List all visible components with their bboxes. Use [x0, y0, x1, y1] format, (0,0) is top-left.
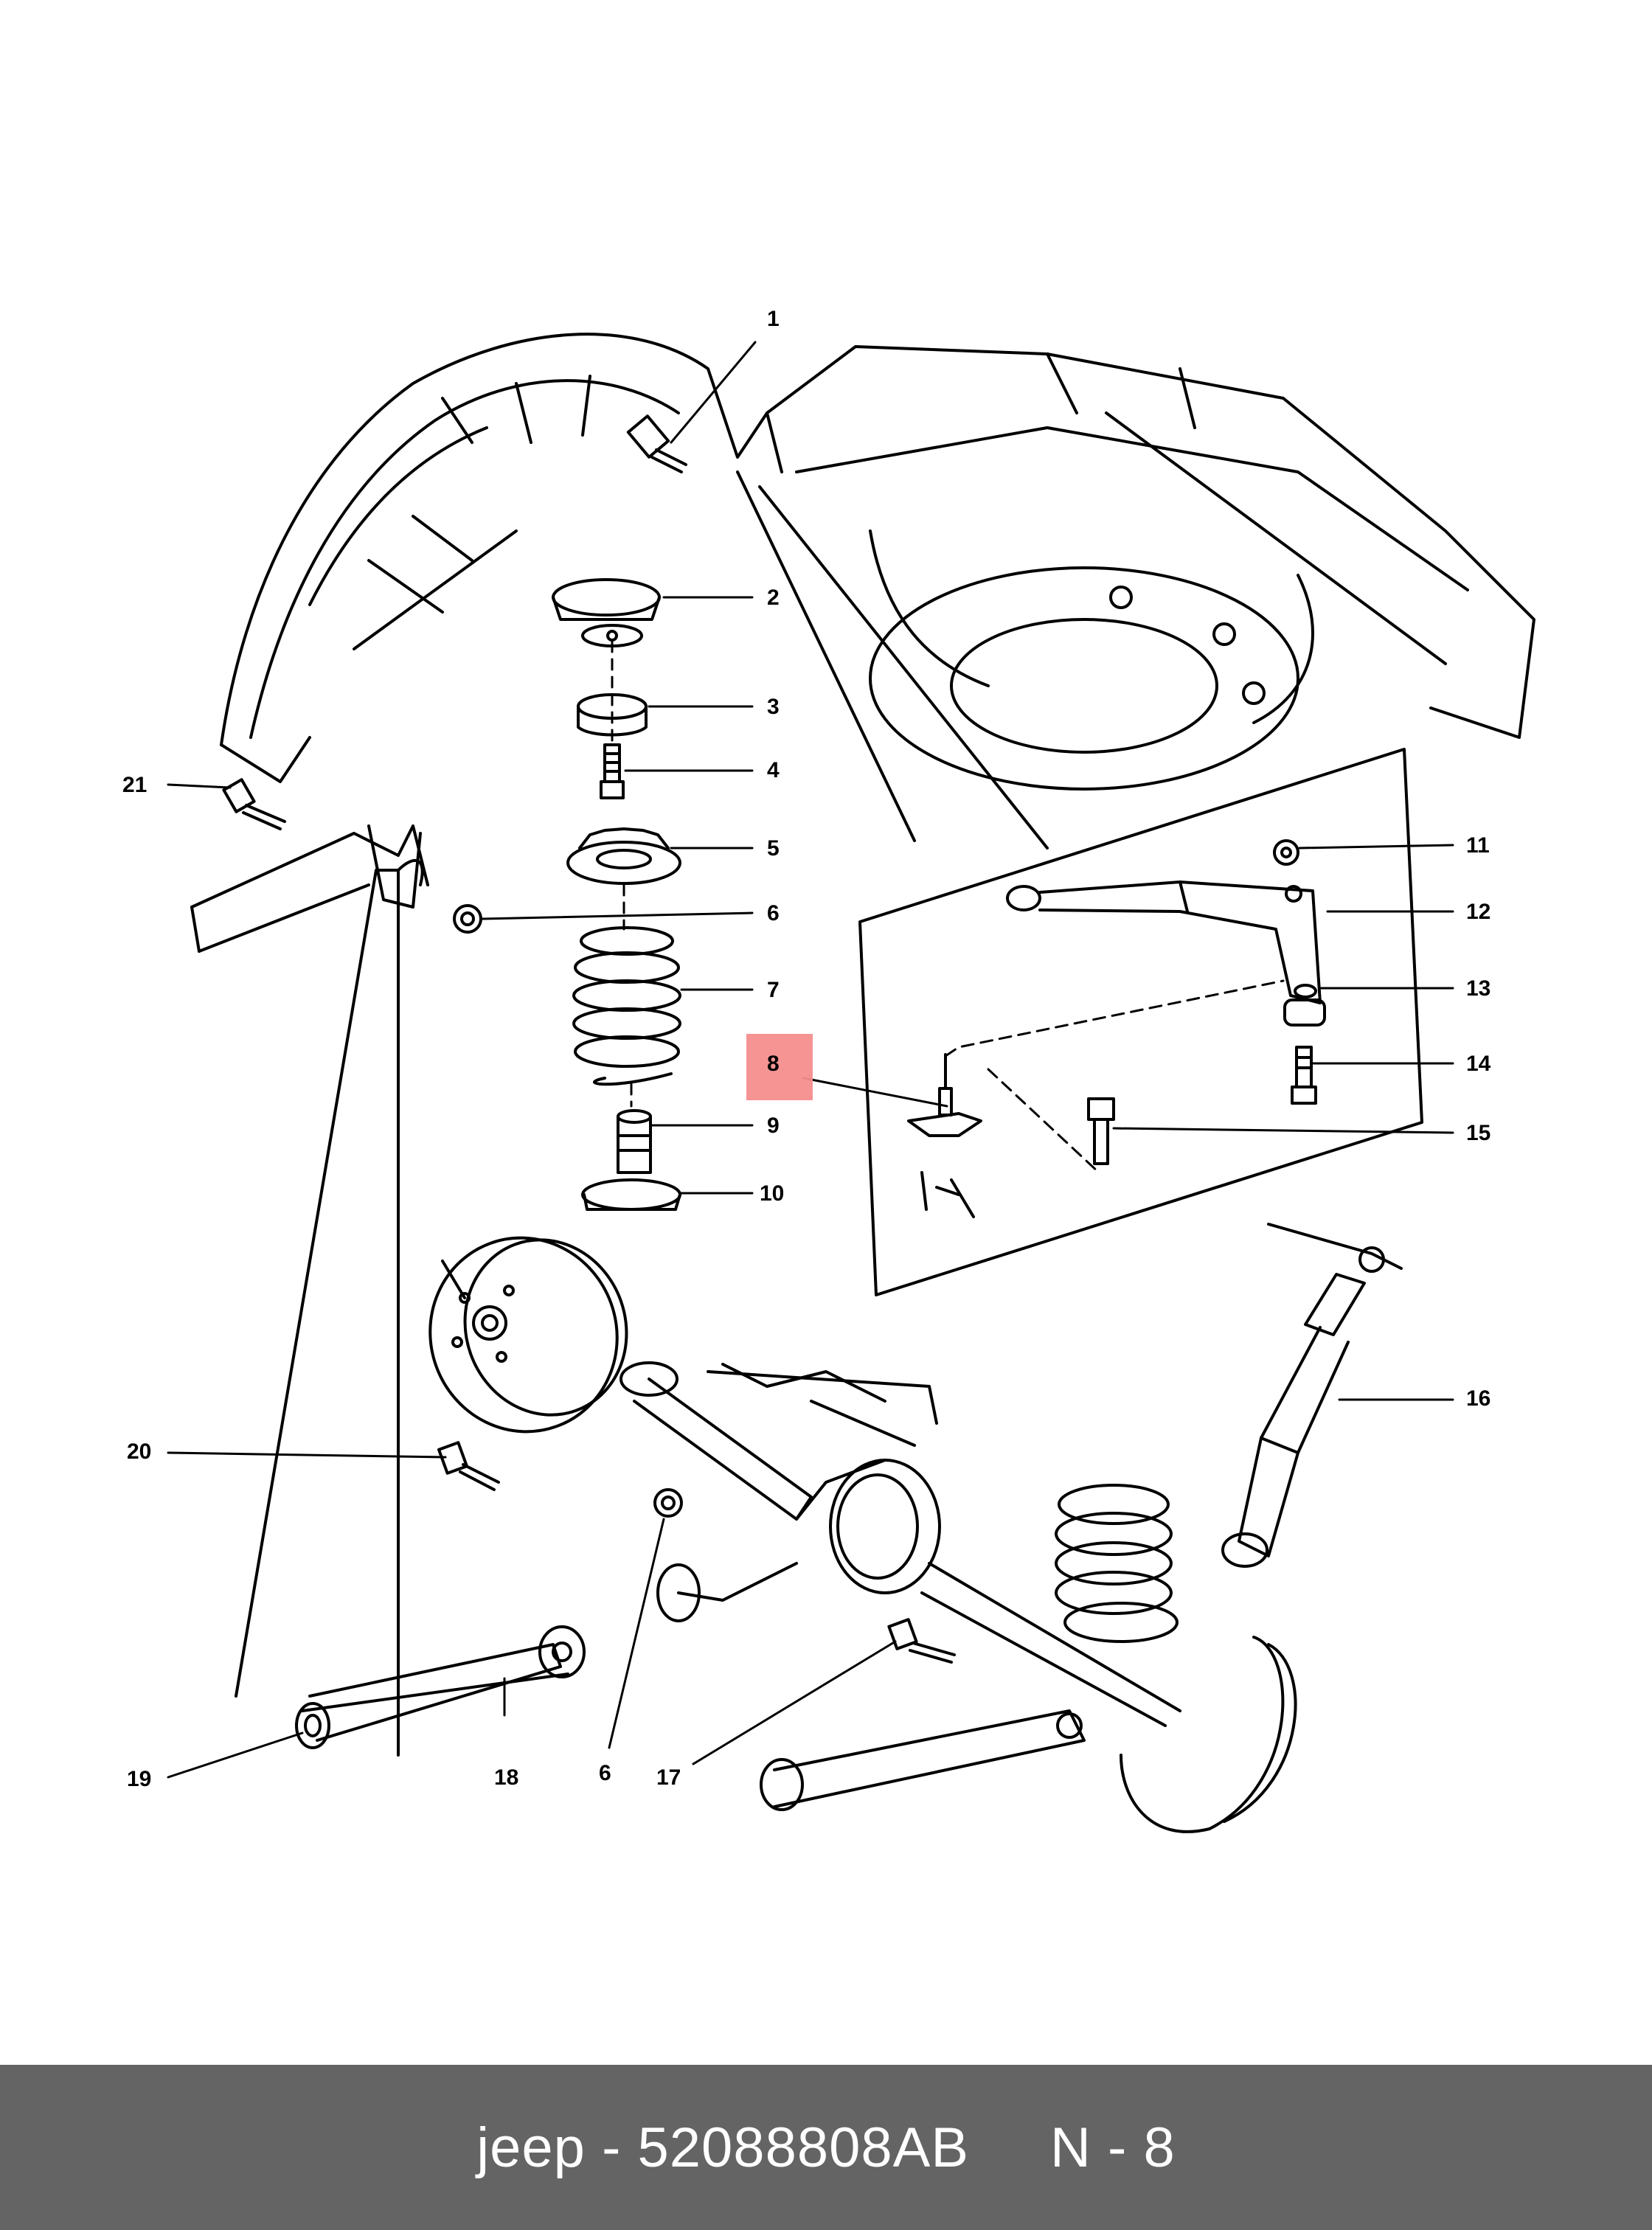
part-6-nut-lower [653, 1488, 683, 1518]
part-5-spring-seat [566, 827, 681, 885]
callout-10: 10 [760, 1181, 785, 1206]
highlighted-callout-box [746, 1034, 813, 1100]
callout-1: 1 [767, 307, 780, 331]
brand-name: jeep [476, 2116, 586, 2179]
callout-13: 13 [1466, 976, 1491, 1001]
callout-5: 5 [767, 836, 780, 861]
part-7-coil-spring [572, 926, 681, 1086]
callout-9: 9 [767, 1114, 780, 1138]
part-20-bolt [437, 1441, 500, 1491]
callout-4: 4 [767, 758, 780, 782]
diagram-reference: N - 8 [1050, 2116, 1176, 2179]
lower-coil-spring [1055, 1484, 1179, 1643]
callout-3: 3 [767, 695, 780, 719]
part-number: 52088808AB [637, 2116, 970, 2179]
axle-housing [620, 1361, 1181, 1727]
part-15-bolt [1087, 1097, 1115, 1165]
part-2-upper-isolator [552, 578, 661, 647]
callout-16: 16 [1466, 1386, 1491, 1411]
callout-14: 14 [1466, 1052, 1491, 1076]
part-6-nut [453, 904, 482, 934]
callout-6: 6 [767, 901, 780, 925]
frame-rail-left [190, 824, 429, 953]
callout-21: 21 [122, 773, 148, 797]
callout-17: 17 [656, 1765, 681, 1790]
callout-2: 2 [767, 586, 780, 610]
lateral-link [235, 858, 424, 1757]
part-4-bolt [600, 743, 625, 799]
callout-leaders [167, 341, 1454, 1779]
assembly-centerline [611, 640, 633, 1108]
part-10-lower-seat [581, 1178, 681, 1211]
part-13-bushing [1283, 984, 1326, 1027]
caption-separator: - [602, 2116, 622, 2179]
floor-pan [736, 345, 1535, 850]
callout-20: 20 [127, 1439, 152, 1464]
part-9-bump-stop [617, 1109, 652, 1174]
callout-15: 15 [1466, 1121, 1491, 1145]
part-21-bolt [222, 778, 286, 830]
inset-box [858, 748, 1423, 1296]
suspension-exploded-diagram [167, 333, 1535, 1833]
part-caption-bar: jeep - 52088808AB N - 8 [0, 2065, 1652, 2230]
callout-11: 11 [1466, 833, 1490, 858]
right-hub-and-arm [760, 1636, 1297, 1833]
callout-18: 18 [494, 1765, 519, 1790]
part-16-shock-absorber [1221, 1223, 1403, 1568]
brake-drum [428, 1236, 628, 1434]
part-12-upper-control-arm [1006, 880, 1322, 1004]
callout-8: 8 [767, 1052, 780, 1076]
part-14-bolt [1291, 1046, 1317, 1105]
part-18-trailing-arm [295, 1625, 586, 1749]
callout-7: 7 [767, 978, 780, 1002]
callout-19: 19 [127, 1767, 152, 1791]
part-11-nut [1273, 839, 1299, 866]
part-19-bushing [304, 1714, 322, 1737]
wheel-well-panel [220, 333, 783, 783]
inset-leader-dashed [944, 979, 1285, 1174]
callout-6-lower: 6 [599, 1761, 611, 1785]
part-17-bolt [887, 1618, 956, 1664]
part-8-ball-joint [907, 1053, 982, 1218]
part-1-bolt [626, 414, 687, 473]
callout-12: 12 [1466, 900, 1491, 924]
